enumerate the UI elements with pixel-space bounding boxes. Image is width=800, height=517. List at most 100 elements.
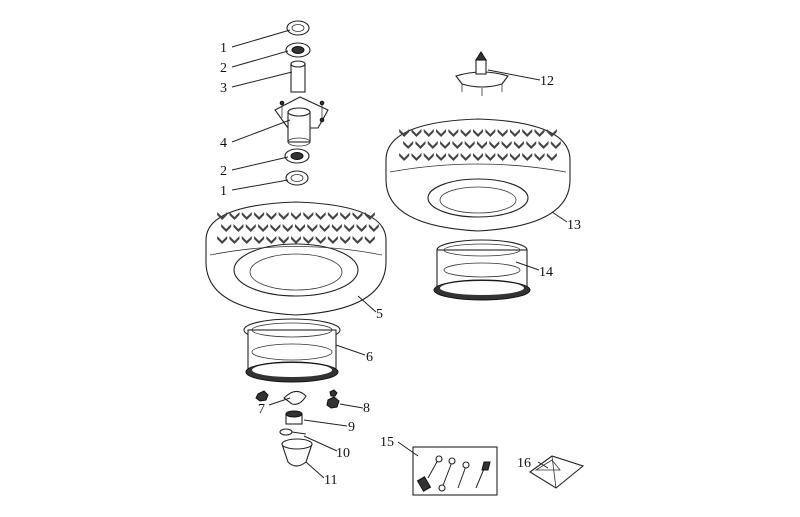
front-tread-lug: [303, 212, 314, 220]
rear-tread-lug: [546, 129, 557, 137]
front-tread-lug: [344, 224, 355, 232]
rear-tread-lug: [526, 141, 537, 149]
rear-tread-lug: [534, 153, 545, 161]
callout-7: 7: [258, 402, 265, 417]
callout-10: 10: [336, 446, 350, 461]
hub-cap-washer: [283, 390, 307, 405]
callout-3: 3: [220, 81, 227, 96]
front-tread-lug: [278, 212, 289, 220]
front-tread-lug: [241, 236, 252, 244]
front-tread-lug: [368, 224, 379, 232]
rear-tread-lug: [411, 129, 422, 137]
rear-tread-lug: [399, 129, 410, 137]
front-tread-lug: [266, 236, 277, 244]
front-tread-lug: [266, 212, 277, 220]
rear-tread-lug: [534, 129, 545, 137]
rear-tread-lug: [440, 141, 451, 149]
rear-tread-lug: [448, 153, 459, 161]
rear-tread-lug: [485, 153, 496, 161]
callout-16: 16: [517, 456, 531, 471]
rear-tread-lug: [501, 141, 512, 149]
front-tread-lug: [303, 236, 314, 244]
wheel-nut-left: [255, 390, 269, 402]
front-tread-lug: [327, 212, 338, 220]
owners-manual: [529, 455, 585, 489]
rear-tread-lug: [546, 153, 557, 161]
front-tread-lug: [315, 212, 326, 220]
front-tread-lug: [291, 236, 301, 244]
rear-rim: [433, 239, 531, 301]
castle-nut: [285, 410, 303, 425]
callout-1-bottom: 1: [220, 184, 227, 199]
front-rim: [243, 318, 341, 383]
front-tread-lug: [340, 236, 351, 244]
callout-15: 15: [380, 435, 394, 450]
oil-seal-bottom: [285, 170, 309, 186]
rear-tread-lug: [509, 153, 520, 161]
rear-tread-lug: [522, 153, 533, 161]
front-tread-lug: [258, 224, 269, 232]
front-tread-lug: [278, 236, 289, 244]
callout-labels: 1 2 3 4 2 1 5 6 7 8 9 10 11 12 13 14 15 …: [220, 41, 581, 488]
front-tread-lug: [217, 212, 228, 220]
front-tread-lug: [291, 212, 301, 220]
rear-tread-lug: [538, 141, 549, 149]
rear-hub-cap: [455, 51, 509, 96]
rear-tread-lug: [473, 153, 483, 161]
rear-tread-lug: [415, 141, 426, 149]
rear-tread-lug: [411, 153, 422, 161]
rear-tread-lug: [423, 153, 434, 161]
callout-12: 12: [540, 74, 554, 89]
spacer-tube: [290, 60, 306, 93]
dust-cap: [281, 438, 313, 467]
front-tread-lug: [364, 236, 375, 244]
rear-tread-lug: [497, 153, 508, 161]
rear-tread-lug: [423, 129, 434, 137]
rear-tread-lug: [522, 129, 533, 137]
callout-5: 5: [376, 307, 383, 322]
front-tread-lug: [217, 236, 228, 244]
rear-tread-lug: [448, 129, 459, 137]
callout-9: 9: [348, 420, 355, 435]
rear-tread-lug: [427, 141, 438, 149]
rear-tread-lug: [436, 129, 447, 137]
front-tread-lug: [295, 224, 305, 232]
callout-11: 11: [324, 473, 337, 488]
rear-tread-lug: [436, 153, 447, 161]
front-tread-lug: [229, 212, 240, 220]
rear-tread-lug: [489, 141, 500, 149]
bearing-top: [285, 42, 311, 58]
front-tread-lug: [241, 212, 252, 220]
rear-tread-lug: [550, 141, 561, 149]
front-tread-lug: [307, 224, 318, 232]
callout-4: 4: [220, 136, 227, 151]
rear-tread-lug: [509, 129, 520, 137]
callout-8: 8: [363, 401, 370, 416]
rear-tread-lug: [464, 141, 475, 149]
front-tread-lug: [327, 236, 338, 244]
front-tread-lug: [315, 236, 326, 244]
oil-seal-top: [286, 20, 310, 36]
front-tread-lug: [282, 224, 293, 232]
callout-2-bottom: 2: [220, 164, 227, 179]
rear-tread-lug: [485, 129, 496, 137]
front-tread-lug: [352, 236, 363, 244]
front-tread-lug: [245, 224, 256, 232]
front-tread-lug: [221, 224, 232, 232]
rear-tread-lug: [497, 129, 508, 137]
rear-tread-lug: [513, 141, 524, 149]
front-tire: [205, 201, 387, 316]
rear-tread-lug: [460, 129, 471, 137]
wheel-nut-right: [326, 389, 340, 409]
front-tread-lug: [254, 212, 265, 220]
front-tread-lug: [364, 212, 375, 220]
rear-tread-lug: [477, 141, 487, 149]
rear-tread-lug: [460, 153, 471, 161]
rear-tread-lug: [452, 141, 463, 149]
rear-tire: [385, 118, 571, 232]
rear-tread-lug: [473, 129, 483, 137]
callout-6: 6: [366, 350, 373, 365]
rear-tread-lug: [399, 153, 410, 161]
front-tread-lug: [270, 224, 281, 232]
